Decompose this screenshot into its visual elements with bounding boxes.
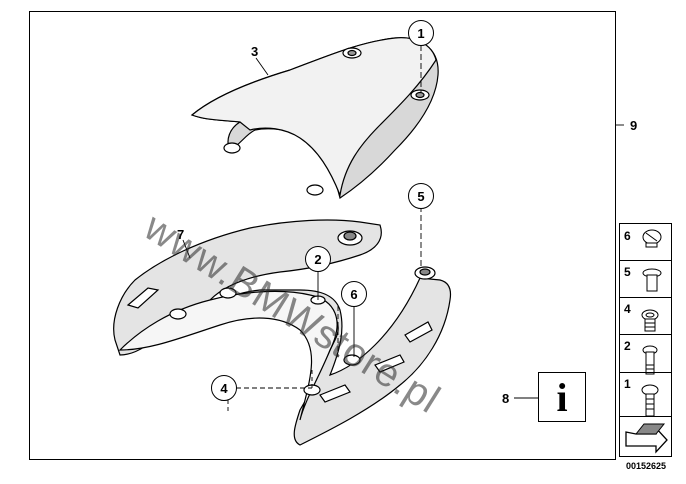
hex-screw-icon (641, 384, 659, 417)
hardware-legend: 6 5 4 2 1 (619, 223, 672, 457)
part-callout-1: 1 (408, 20, 434, 46)
legend-row: 1 (620, 372, 671, 417)
flat-head-bolt-icon (642, 268, 662, 292)
seat-cover-part (190, 37, 439, 199)
legend-row: 6 (620, 224, 671, 261)
threaded-pin-icon (642, 345, 658, 375)
part-label-3: 3 (251, 44, 259, 59)
document-number: 00152625 (626, 461, 667, 471)
part-callout-4: 4 (211, 375, 237, 401)
info-icon: i (538, 372, 586, 422)
info-symbol: i (556, 374, 568, 420)
legend-row: 5 (620, 260, 671, 298)
legend-row: 2 (620, 334, 671, 373)
legend-number: 1 (624, 377, 631, 391)
legend-number: 4 (624, 302, 631, 316)
part-label-8: 8 (502, 391, 510, 406)
arrow-sheet-icon (625, 423, 668, 454)
legend-number: 2 (624, 339, 631, 353)
diagram-frame (29, 11, 616, 460)
slotted-screw-icon (642, 229, 662, 248)
leader-lines (182, 45, 624, 412)
legend-icons (641, 229, 662, 417)
part-callout-6: 6 (341, 281, 367, 307)
legend-number: 5 (624, 265, 631, 279)
part-label-9: 9 (630, 118, 638, 133)
part-label-7: 7 (177, 227, 185, 242)
part-callout-5: 5 (408, 183, 434, 209)
legend-row: 4 (620, 297, 671, 335)
part-callout-2: 2 (305, 246, 331, 272)
legend-number: 6 (624, 229, 631, 243)
washer-screw-icon (641, 309, 659, 332)
luggage-rack-part (113, 219, 452, 446)
